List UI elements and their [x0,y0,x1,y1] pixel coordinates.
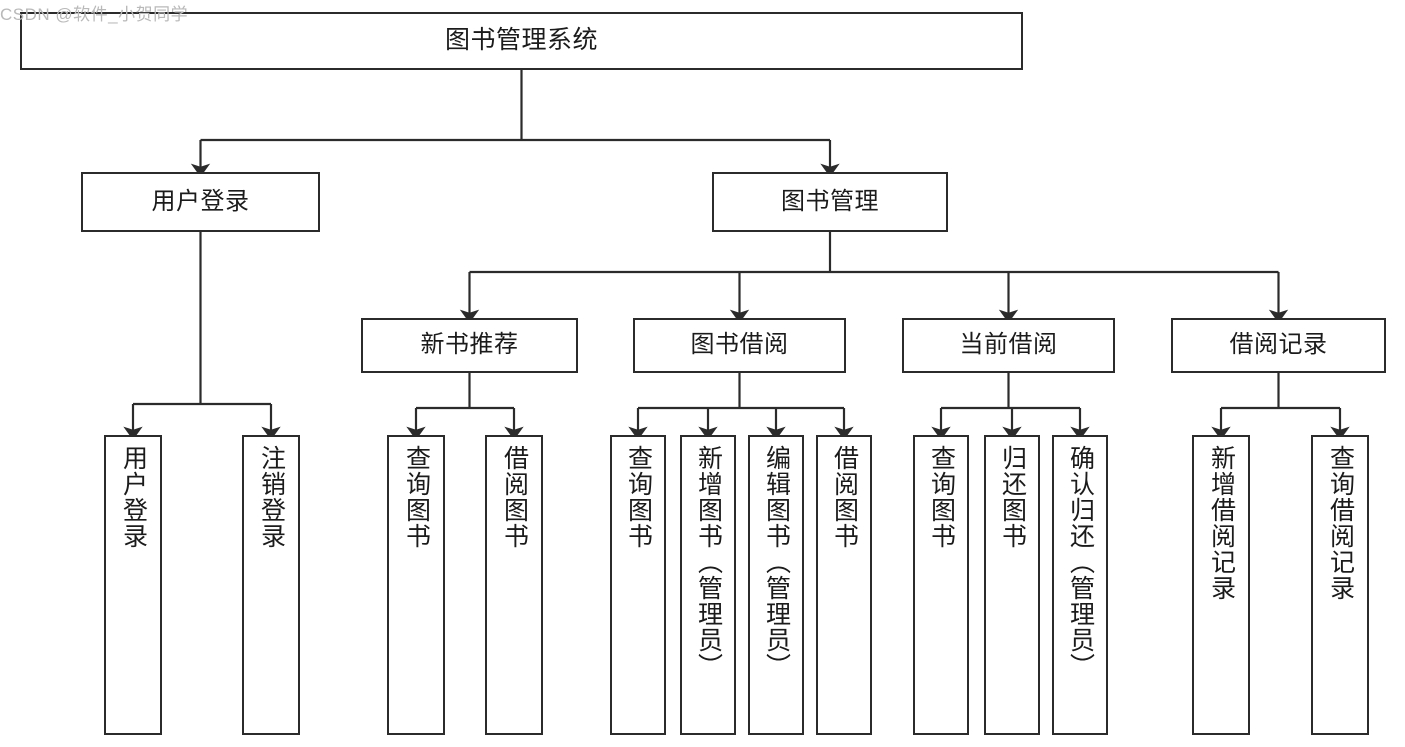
node-label: 当前借阅 [959,331,1058,359]
node-label: 新书推荐 [420,331,519,359]
node-leaf-add-borrow-record[interactable]: 新增借阅记录 [1192,435,1250,735]
node-leaf-query-book-recommend[interactable]: 查询图书 [387,435,445,735]
node-leaf-logout[interactable]: 注销登录 [242,435,300,735]
node-label: 编辑图书（管理员） [762,445,791,679]
node-leaf-add-book-admin[interactable]: 新增图书（管理员） [680,435,736,735]
node-label: 查询借阅记录 [1326,445,1355,601]
node-label: 确认归还（管理员） [1066,445,1095,679]
node-label: 借阅图书 [830,445,859,549]
node-leaf-return-book[interactable]: 归还图书 [984,435,1040,735]
node-new-book-recommend[interactable]: 新书推荐 [361,318,578,373]
node-label: 图书管理系统 [444,26,598,55]
node-label: 归还图书 [998,445,1027,549]
node-label: 借阅图书 [500,445,529,549]
node-label: 用户登录 [151,187,250,215]
node-label: 图书借阅 [690,331,789,359]
node-user-login[interactable]: 用户登录 [81,172,320,232]
node-leaf-borrow-book-recommend[interactable]: 借阅图书 [485,435,543,735]
node-current-borrow[interactable]: 当前借阅 [902,318,1115,373]
node-leaf-user-login[interactable]: 用户登录 [104,435,162,735]
node-book-manage[interactable]: 图书管理 [712,172,948,232]
node-label: 查询图书 [927,445,956,549]
node-borrow-record[interactable]: 借阅记录 [1171,318,1386,373]
node-label: 新增借阅记录 [1207,445,1236,601]
node-leaf-query-book-current[interactable]: 查询图书 [913,435,969,735]
node-label: 查询图书 [624,445,653,549]
node-root[interactable]: 图书管理系统 [20,12,1023,70]
node-leaf-edit-book-admin[interactable]: 编辑图书（管理员） [748,435,804,735]
node-label: 新增图书（管理员） [694,445,723,679]
node-label: 注销登录 [257,445,286,549]
node-label: 图书管理 [781,187,879,215]
node-leaf-borrow-book[interactable]: 借阅图书 [816,435,872,735]
tree-connectors [123,70,1350,441]
node-label: 用户登录 [119,445,148,549]
node-label: 查询图书 [402,445,431,549]
node-book-borrow[interactable]: 图书借阅 [633,318,846,373]
node-leaf-query-book-borrow[interactable]: 查询图书 [610,435,666,735]
node-label: 借阅记录 [1229,331,1328,359]
node-leaf-confirm-return-admin[interactable]: 确认归还（管理员） [1052,435,1108,735]
node-leaf-query-borrow-record[interactable]: 查询借阅记录 [1311,435,1369,735]
